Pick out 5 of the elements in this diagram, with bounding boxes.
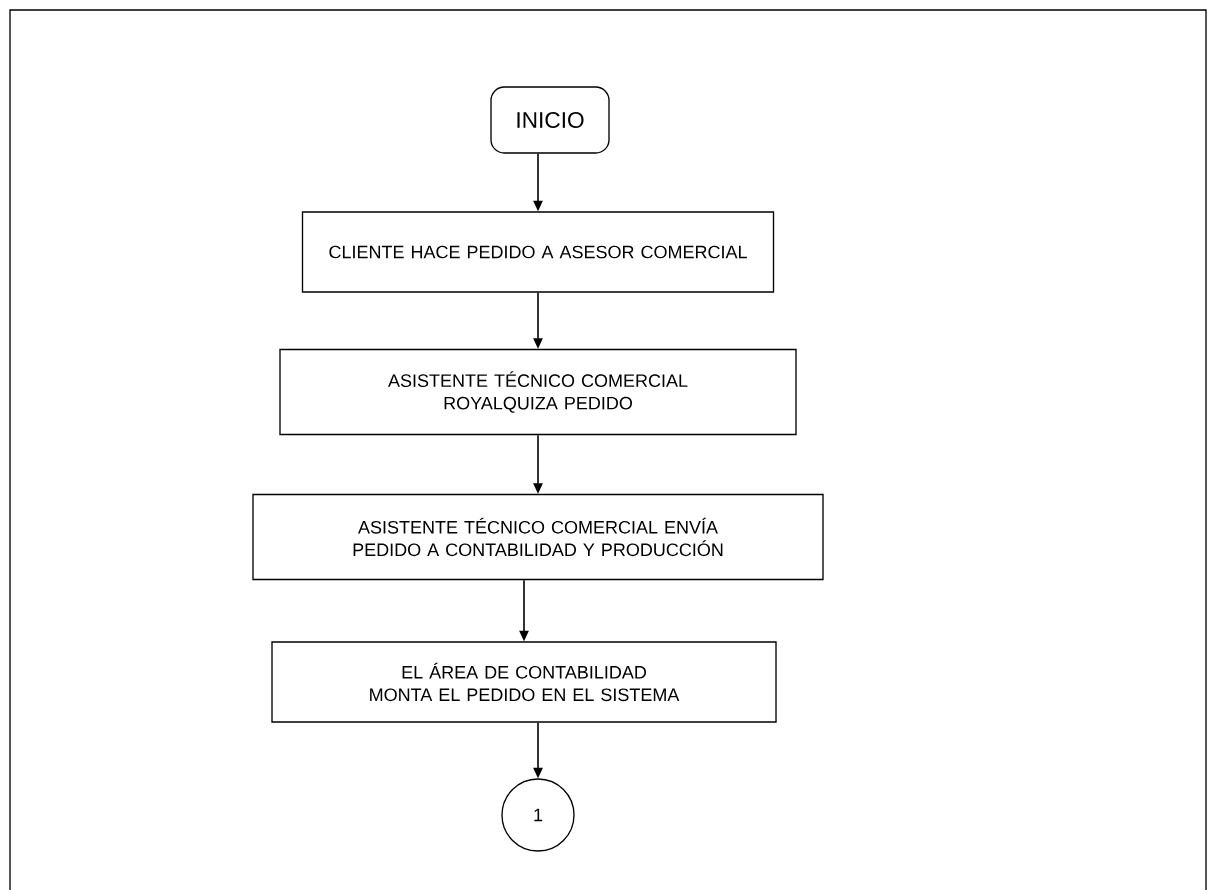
process-box: EL ÁREA DE CONTABILIDAD MONTA EL PEDIDO EN EL SISTEMA: [271, 641, 777, 723]
process-box: ASISTENTE TÉCNICO COMERCIAL ENVÍA PEDIDO A CONTABILIDAD Y PRODUCCIÓN: [252, 493, 824, 581]
start-terminal: INICIO: [490, 86, 610, 154]
process-box: ASISTENTE TÉCNICO COMERCIAL ROYALQUIZA PEDIDO: [279, 348, 797, 436]
process-box: CLIENTE HACE PEDIDO A ASESOR COMERCIAL: [301, 211, 775, 293]
